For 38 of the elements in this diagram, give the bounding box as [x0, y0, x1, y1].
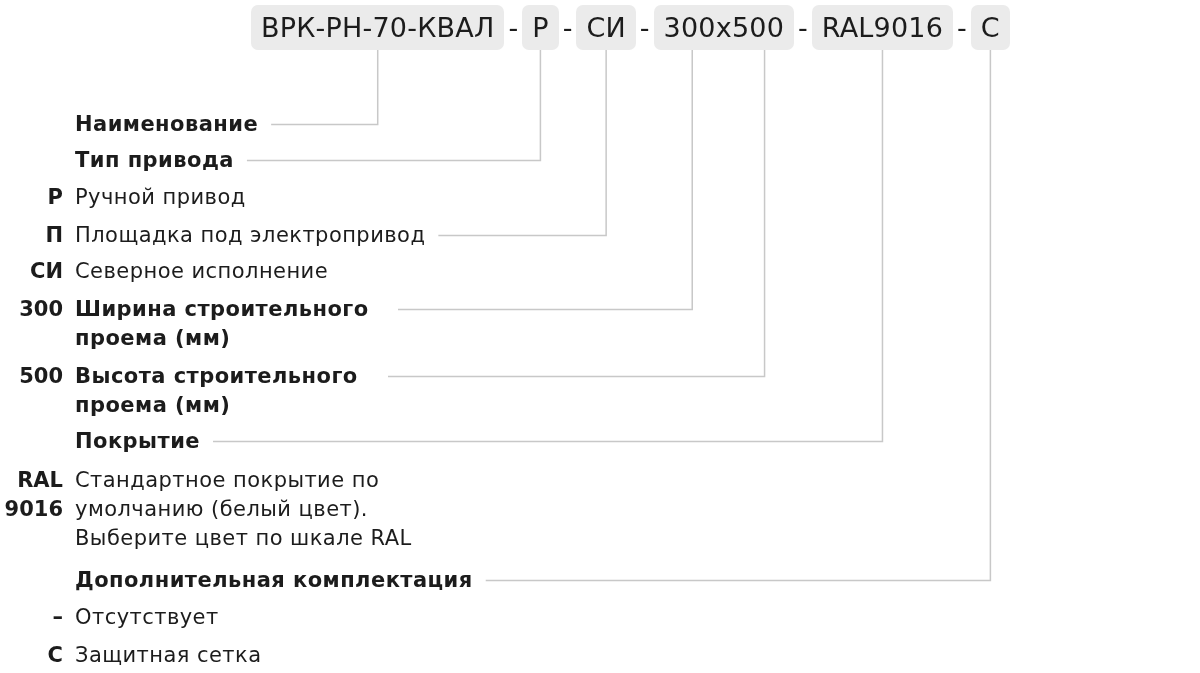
separator-dash: - [957, 12, 967, 43]
field-heading: Наименование [75, 111, 259, 138]
field-heading: Покрытие [75, 428, 200, 455]
code-segment: ВРК-РН-70-КВАЛ [251, 5, 505, 50]
separator-dash: - [508, 12, 519, 43]
separator-dash: - [562, 12, 573, 43]
code-segment: RAL9016 [811, 5, 954, 50]
option-description: Северное исполнение [75, 258, 329, 285]
option-description: Площадка под электропривод [75, 222, 426, 249]
option-code: Р [47, 185, 63, 209]
field-heading: Тип привода [75, 147, 234, 174]
option-description: Стандартное покрытие по умолчанию (белый цвет). Выберите цвет по шкале RAL [75, 467, 413, 552]
option-code: С [47, 643, 63, 667]
option-code: 300 [19, 297, 63, 321]
leader-line [437, 49, 607, 237]
option-description: Отсутствует [75, 604, 219, 631]
code-segment: 300x500 [653, 5, 795, 50]
code-segment: С [970, 5, 1010, 50]
option-description: Ручной привод [75, 184, 246, 211]
option-code: – [52, 605, 63, 629]
leader-line [397, 49, 693, 311]
code-segment: Р [522, 5, 559, 50]
option-code: RAL 9016 [4, 468, 63, 521]
leader-line [212, 49, 884, 443]
separator-dash: - [639, 12, 650, 43]
leader-line [387, 49, 766, 378]
separator-dash: - [798, 12, 808, 43]
option-code: П [45, 223, 63, 247]
field-heading: Дополнительная комплектация [75, 567, 473, 594]
option-code: СИ [30, 259, 63, 283]
field-heading: Высота строительного проема (мм) [75, 363, 359, 419]
leader-line [484, 49, 992, 582]
leader-line [246, 49, 542, 162]
leader-line [270, 49, 379, 126]
code-segment: СИ [576, 5, 636, 50]
option-description: Защитная сетка [75, 642, 262, 669]
field-heading: Ширина строительного проема (мм) [75, 296, 370, 352]
option-code: 500 [19, 364, 63, 388]
